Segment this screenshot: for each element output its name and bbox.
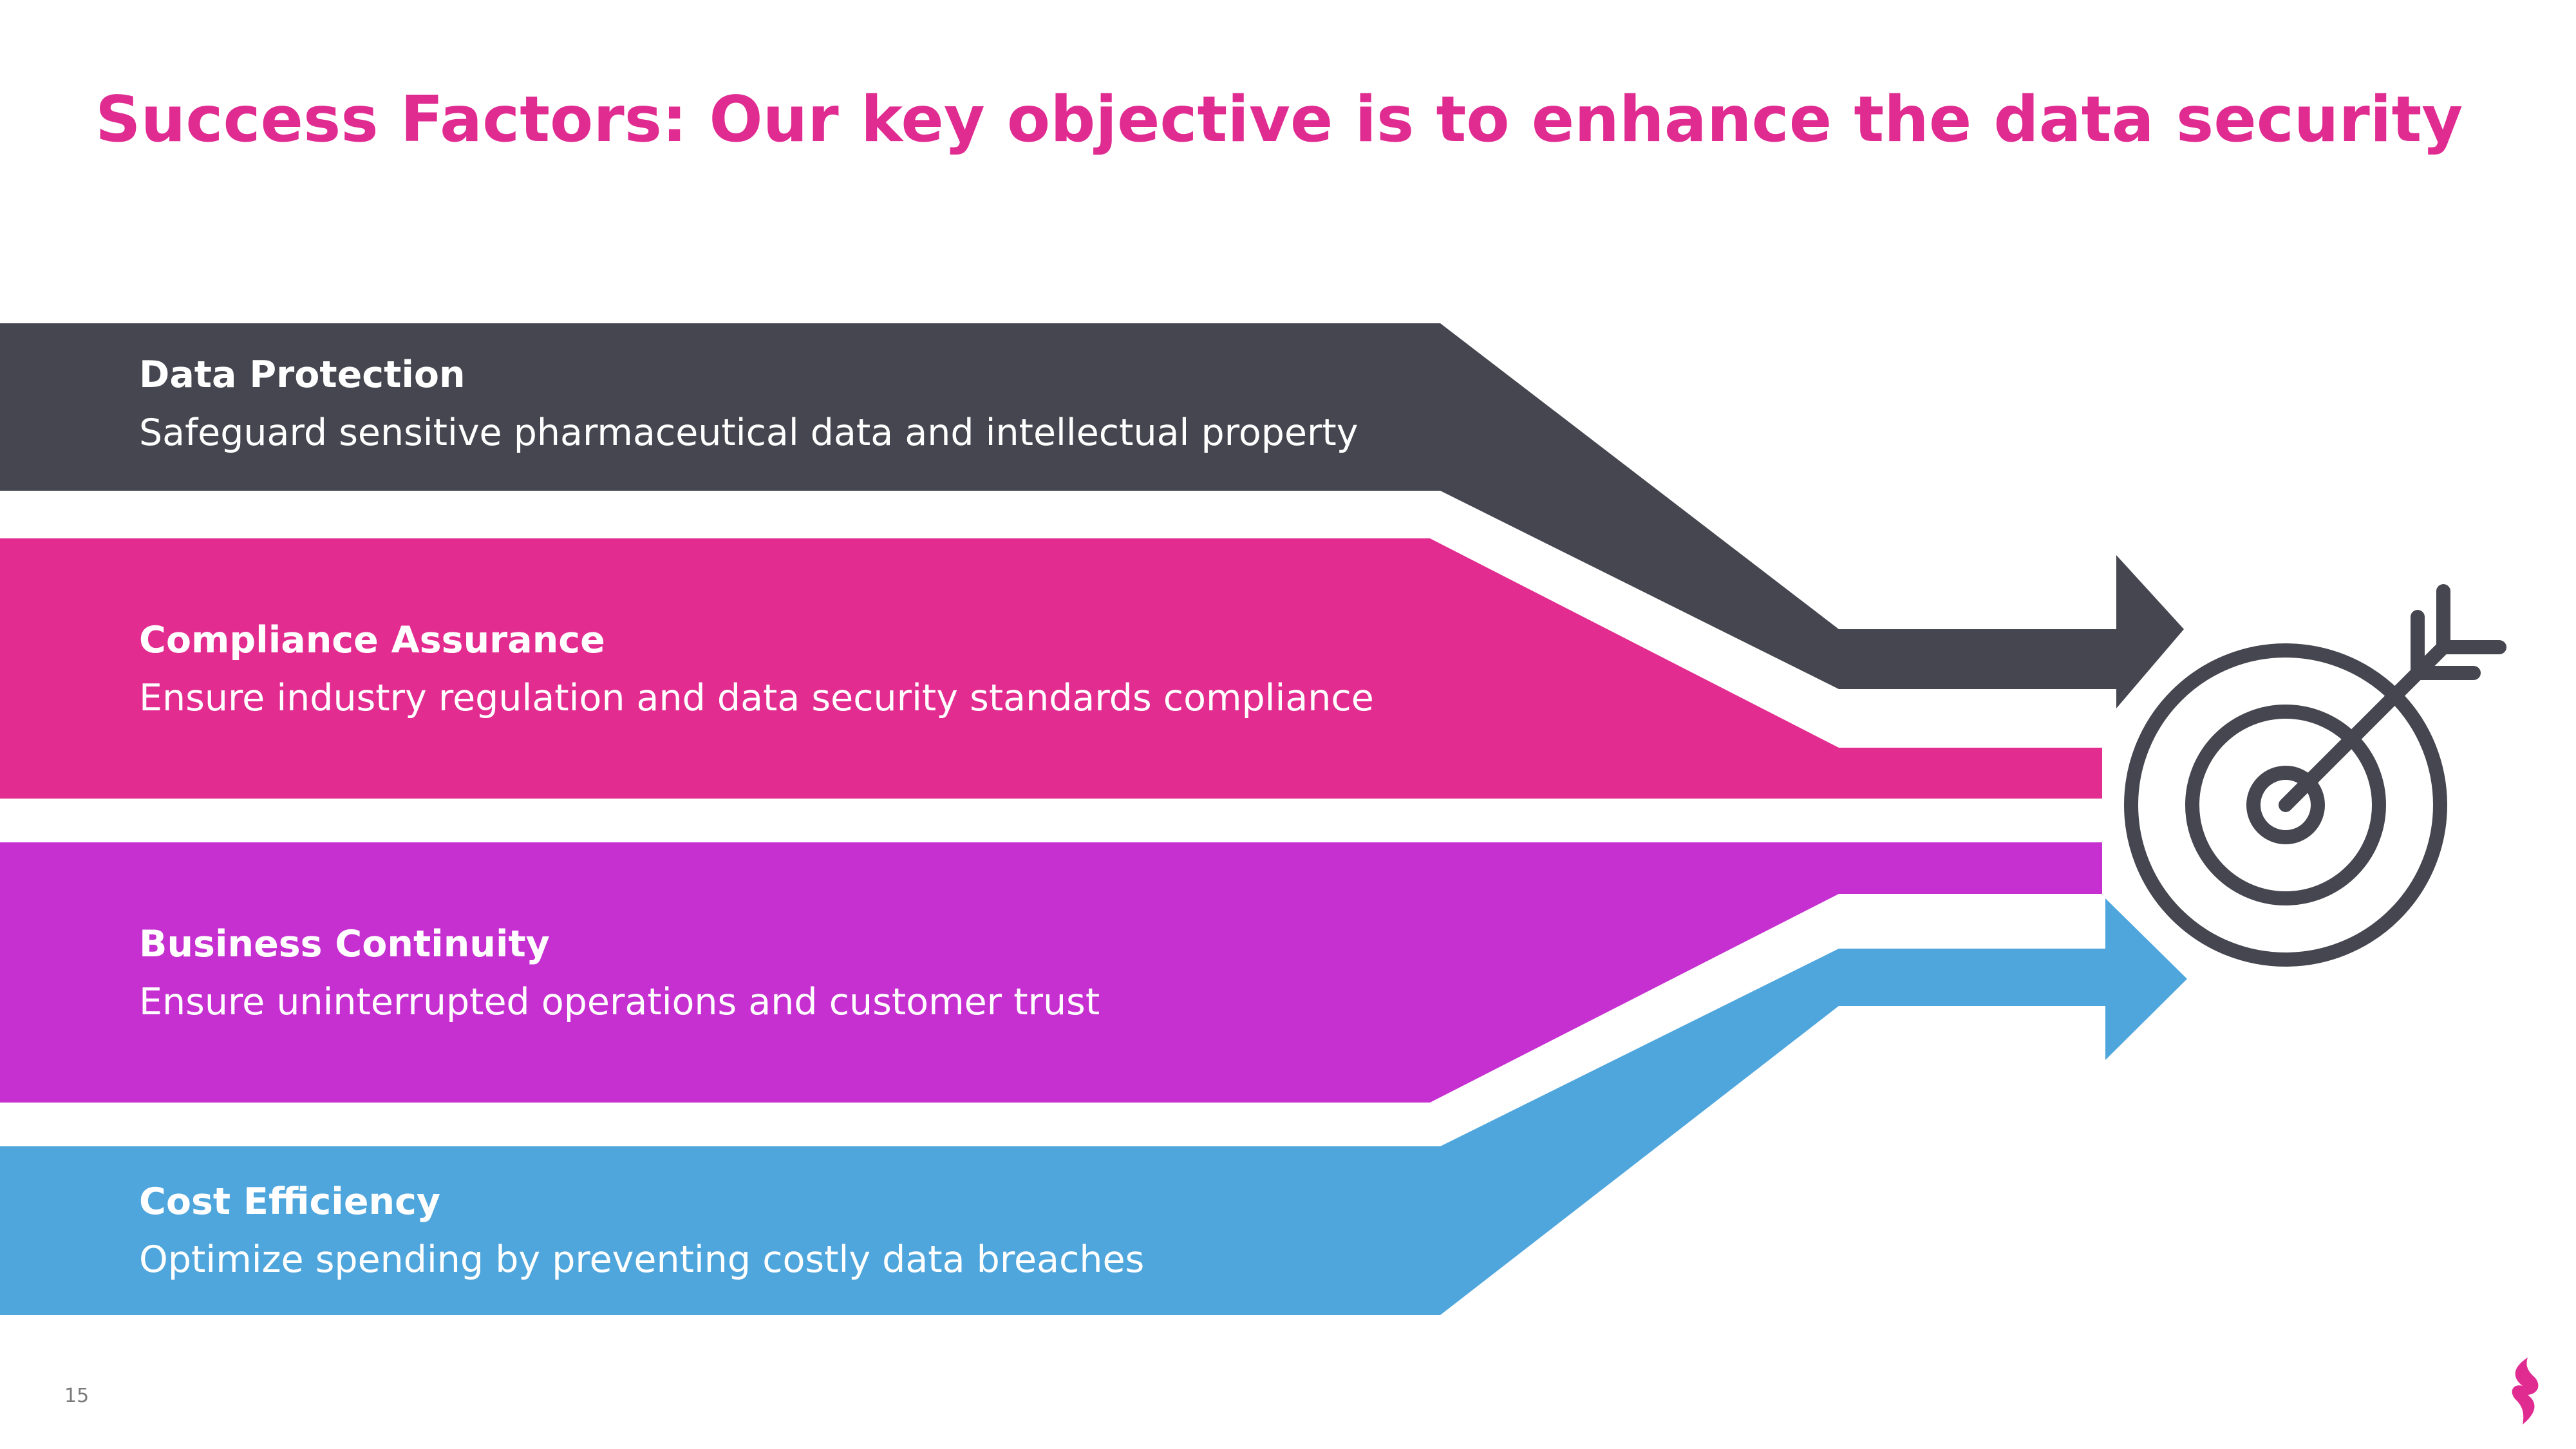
factor-description: Ensure industry regulation and data secu…	[139, 677, 1374, 720]
band-cost-efficiency-arrow	[0, 898, 2187, 1315]
factor-business-continuity: Business Continuity Ensure uninterrupted…	[139, 922, 1100, 1025]
factor-cost-efficiency: Cost Efficiency Optimize spending by pre…	[139, 1180, 1144, 1282]
band-business-continuity-arrow	[0, 842, 2102, 1103]
band-data-protection-arrow	[0, 323, 2184, 708]
factor-description: Safeguard sensitive pharmaceutical data …	[139, 412, 1359, 455]
factor-heading: Data Protection	[139, 354, 465, 396]
factor-data-protection: Data Protection Safeguard sensitive phar…	[139, 353, 1359, 455]
brand-logo-icon	[2512, 1358, 2539, 1425]
factor-description: Ensure uninterrupted operations and cust…	[139, 981, 1100, 1024]
factor-description: Optimize spending by preventing costly d…	[139, 1238, 1145, 1282]
factor-heading: Compliance Assurance	[139, 619, 605, 661]
band-compliance-assurance-arrow	[0, 538, 2102, 799]
factor-heading: Cost Efficiency	[139, 1180, 441, 1223]
factor-compliance-assurance: Compliance Assurance Ensure industry reg…	[139, 618, 1374, 721]
target-icon	[2124, 584, 2506, 967]
factor-heading: Business Continuity	[139, 923, 550, 965]
page-number: 15	[64, 1385, 89, 1407]
slide-title: Success Factors: Our key objective is to…	[95, 83, 2463, 156]
